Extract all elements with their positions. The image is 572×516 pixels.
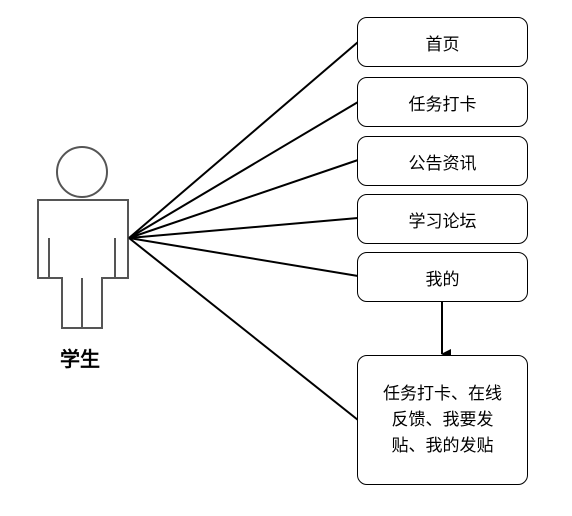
detail-line-3: 贴、我的发贴: [391, 436, 494, 456]
student-actor-figure: [37, 146, 129, 329]
node-checkin: 任务打卡: [357, 77, 528, 127]
line-to-detail: [128, 237, 359, 421]
line-to-notice: [128, 159, 359, 239]
node-forum: 学习论坛: [357, 194, 528, 244]
node-notice-label: 公告资讯: [408, 153, 477, 174]
detail-box: 任务打卡、在线 反馈、我要发 贴、我的发贴: [357, 355, 528, 485]
actor-body: [37, 199, 129, 329]
line-to-mine: [128, 237, 359, 277]
node-checkin-label: 任务打卡: [408, 94, 477, 115]
line-to-home: [128, 41, 359, 239]
node-home: 首页: [357, 17, 528, 67]
actor-label: 学生: [60, 347, 100, 371]
node-home-label: 首页: [425, 34, 460, 55]
actor-head: [56, 146, 108, 198]
node-mine: 我的: [357, 252, 528, 302]
detail-line-2: 反馈、我要发: [391, 410, 494, 430]
detail-line-1: 任务打卡、在线: [383, 384, 502, 404]
node-forum-label: 学习论坛: [408, 211, 477, 232]
node-mine-label: 我的: [425, 269, 460, 290]
association-lines: [128, 41, 359, 421]
line-to-forum: [128, 217, 359, 239]
line-to-checkin: [128, 101, 359, 239]
node-notice: 公告资讯: [357, 136, 528, 186]
